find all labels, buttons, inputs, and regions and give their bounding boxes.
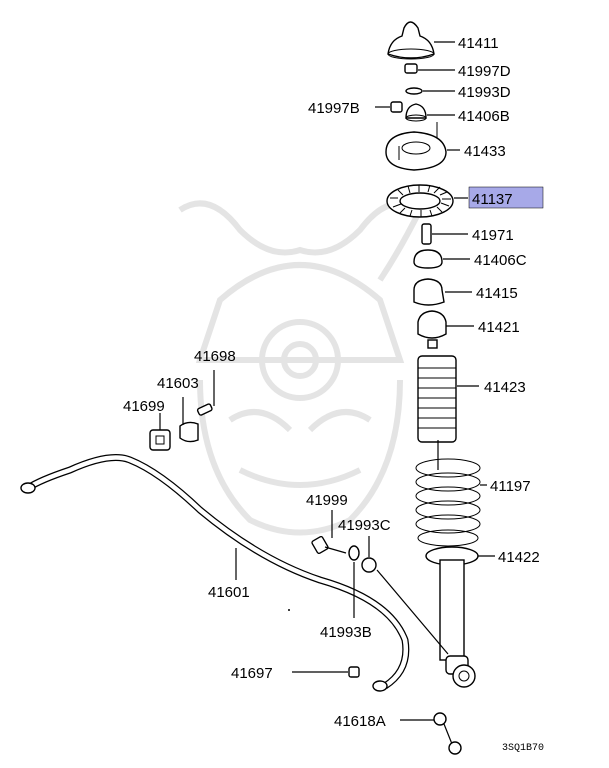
label-41993B: 41993B (320, 624, 372, 641)
label-41971: 41971 (472, 227, 514, 244)
part-41406C-bushing (413, 249, 443, 269)
label-41433: 41433 (464, 143, 506, 160)
label-41618A: 41618A (334, 713, 386, 730)
part-41999-bolt (311, 535, 347, 555)
part-41421-bump-rubber (417, 310, 447, 349)
label-41997D: 41997D (458, 63, 511, 80)
highlight-box (468, 186, 544, 209)
part-41415-cup (413, 278, 445, 306)
part-41423-dust-boot (417, 355, 457, 443)
part-41699-bushing (149, 429, 171, 451)
label-41422: 41422 (498, 549, 540, 566)
label-41697: 41697 (231, 665, 273, 682)
label-41411: 41411 (458, 35, 499, 52)
part-41997B-nut (390, 101, 403, 113)
diagram-code: 3SQ1B70 (502, 743, 544, 754)
label-41197: 41197 (490, 478, 531, 495)
part-41697-nut (348, 666, 360, 678)
label-41699: 41699 (123, 398, 165, 415)
label-41993D: 41993D (458, 84, 511, 101)
part-41422-strut-assembly (425, 546, 479, 688)
part-41993B-washer (348, 545, 360, 561)
watermark-logo (178, 200, 424, 536)
part-41971-bound-stopper (421, 223, 432, 245)
part-41406B-bushing (405, 103, 427, 122)
label-41993C: 41993C (338, 517, 391, 534)
label-41601: 41601 (208, 584, 250, 601)
label-41603: 41603 (157, 375, 199, 392)
part-41993D-washer (405, 87, 423, 95)
label-41698: 41698 (194, 348, 236, 365)
label-41421: 41421 (478, 319, 520, 336)
part-41411-dust-cap (387, 21, 435, 60)
leader-lines (159, 41, 495, 721)
label-41415: 41415 (476, 285, 518, 302)
part-41601-stabilizer-bar (20, 454, 410, 692)
label-41423: 41423 (484, 379, 526, 396)
part-41993C-bushing (361, 557, 377, 573)
part-41137-spring-seat (386, 184, 454, 218)
label-41406C: 41406C (474, 252, 527, 269)
label-41997B: 41997B (308, 100, 360, 117)
part-41698-bolt (196, 403, 213, 416)
part-41603-bracket (179, 421, 199, 443)
part-41997D-nut (404, 63, 418, 74)
part-41618A-stabilizer-link (433, 712, 462, 755)
part-41433-strut-mount (385, 122, 447, 171)
label-41999: 41999 (306, 492, 348, 509)
label-41137: 41137 (472, 191, 513, 208)
part-41197-coil-spring (415, 440, 481, 547)
speck (288, 609, 290, 611)
label-41406B: 41406B (458, 108, 510, 125)
